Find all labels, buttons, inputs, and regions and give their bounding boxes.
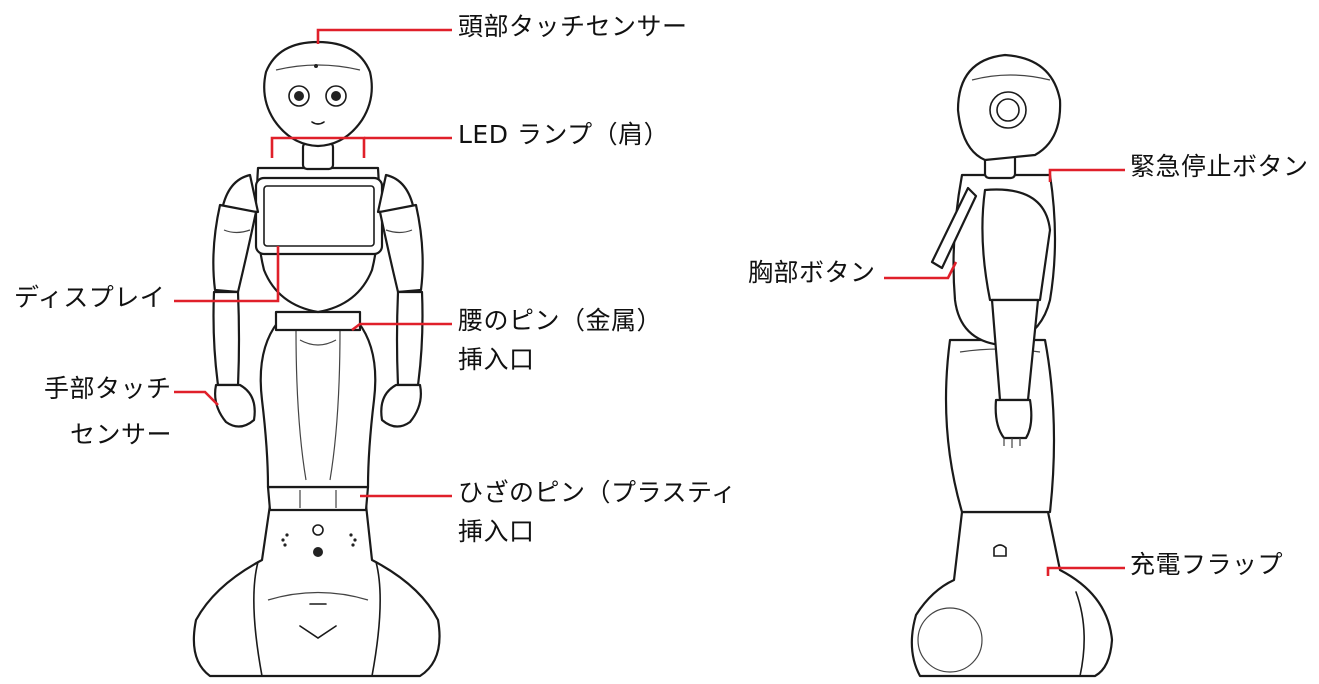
label-head-touch-sensor: 頭部タッチセンサー <box>458 12 688 41</box>
leader-waist-pin <box>351 322 452 332</box>
front-base <box>192 503 441 678</box>
front-knee-ring <box>266 485 370 512</box>
side-robot-illustration <box>910 53 1114 678</box>
leader-hand-touch <box>174 390 219 406</box>
side-arm <box>981 188 1052 302</box>
label-emergency-stop: 緊急停止ボタン <box>1130 152 1309 181</box>
label-waist-pin: 腰のピン（金属） <box>458 306 663 335</box>
leader-head-touch <box>316 28 452 44</box>
label-hand-touch: 手部タッチ <box>44 374 172 403</box>
side-base <box>910 510 1114 678</box>
front-robot-illustration <box>192 40 441 678</box>
leader-lines <box>174 28 1125 576</box>
label-led-lamp: LED ランプ（肩） <box>458 120 670 149</box>
side-eye <box>989 91 1027 129</box>
label-hand-touch-sensor: センサー <box>70 420 173 449</box>
leader-emergency <box>1048 168 1125 182</box>
leader-display <box>174 246 280 303</box>
front-head <box>263 40 373 148</box>
side-tablet <box>930 186 978 270</box>
label-waist-pin-slot: 挿入口 <box>458 345 535 374</box>
front-right-eye <box>325 85 347 107</box>
front-left-arm <box>212 203 258 294</box>
front-right-arm <box>378 203 424 294</box>
label-chest-button: 胸部ボタン <box>748 258 876 287</box>
label-display: ディスプレイ <box>14 283 166 312</box>
front-left-eye <box>288 85 310 107</box>
label-knee-pin-slot: 挿入口 <box>458 517 535 546</box>
side-head <box>956 53 1062 162</box>
front-leg <box>259 320 377 489</box>
leader-charge-flap <box>1046 566 1125 576</box>
label-knee-pin: ひざのピン（プラスティ <box>458 478 737 507</box>
leader-led-lamp <box>270 136 366 158</box>
label-charge-flap: 充電フラップ <box>1130 550 1284 579</box>
leader-chest <box>884 261 958 280</box>
front-display <box>254 176 384 256</box>
